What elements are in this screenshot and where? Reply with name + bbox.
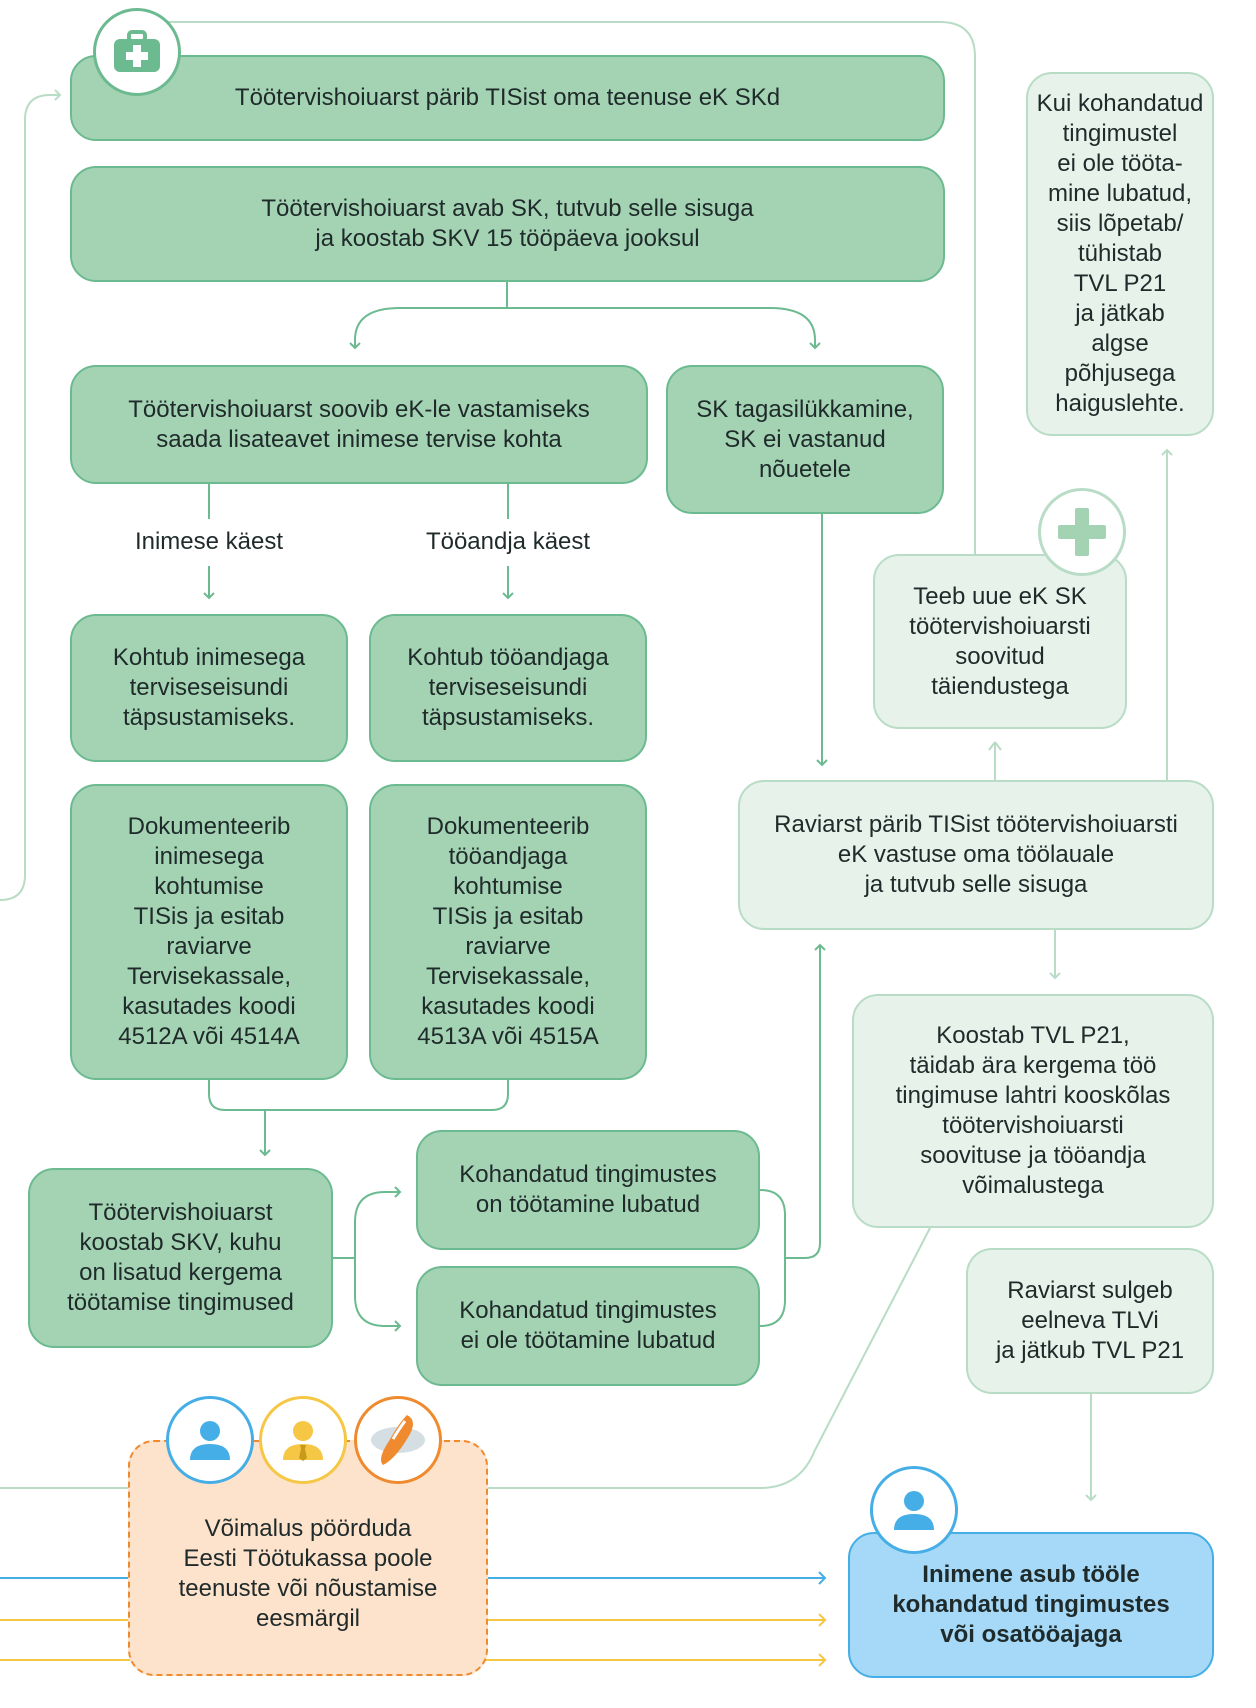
node-n3: Töötervishoiuarst soovib eK-le vastamise… (70, 365, 648, 484)
node-n11: Raviarst pärib TISist töötervishoiuarsti… (738, 780, 1214, 930)
employer-icon (259, 1396, 347, 1484)
person-icon (166, 1396, 254, 1484)
node-n10: Dokumenteerib tööandjaga kohtumise TISis… (369, 784, 647, 1080)
node-n8: Teeb uue eK SK töötervishoiuarsti soovit… (873, 554, 1127, 729)
node-n13: Töötervishoiuarst koostab SKV, kuhu on l… (28, 1168, 333, 1348)
label-from-employer: Tööandja käest (417, 527, 599, 557)
node-n7: Kohtub tööandjaga terviseseisundi täpsus… (369, 614, 647, 762)
node-n15: Kohandatud tingimustes ei ole töötamine … (416, 1266, 760, 1386)
node-n14: Kohandatud tingimustes on töötamine luba… (416, 1130, 760, 1250)
person-icon (870, 1466, 958, 1554)
node-n6: Kohtub inimesega terviseseisundi täpsust… (70, 614, 348, 762)
node-n1: Töötervishoiuarst pärib TISist oma teenu… (70, 55, 945, 141)
node-n16: Raviarst sulgeb eelneva TLVi ja jätkub T… (966, 1248, 1214, 1394)
node-n9: Dokumenteerib inimesega kohtumise TISis … (70, 784, 348, 1080)
node-n4: SK tagasilükkamine, SK ei vastanud nõuet… (666, 365, 944, 514)
node-n5: Kui kohandatud tingimustel ei ole tööta-… (1026, 72, 1214, 436)
node-n18: Inimene asub tööle kohandatud tingimuste… (848, 1532, 1214, 1678)
medical-kit-icon (93, 8, 181, 96)
tootukassa-logo-icon (354, 1396, 442, 1484)
node-n12: Koostab TVL P21, täidab ära kergema töö … (852, 994, 1214, 1228)
node-n2: Töötervishoiuarst avab SK, tutvub selle … (70, 166, 945, 282)
label-from-person: Inimese käest (126, 527, 292, 557)
plus-icon (1038, 488, 1126, 576)
